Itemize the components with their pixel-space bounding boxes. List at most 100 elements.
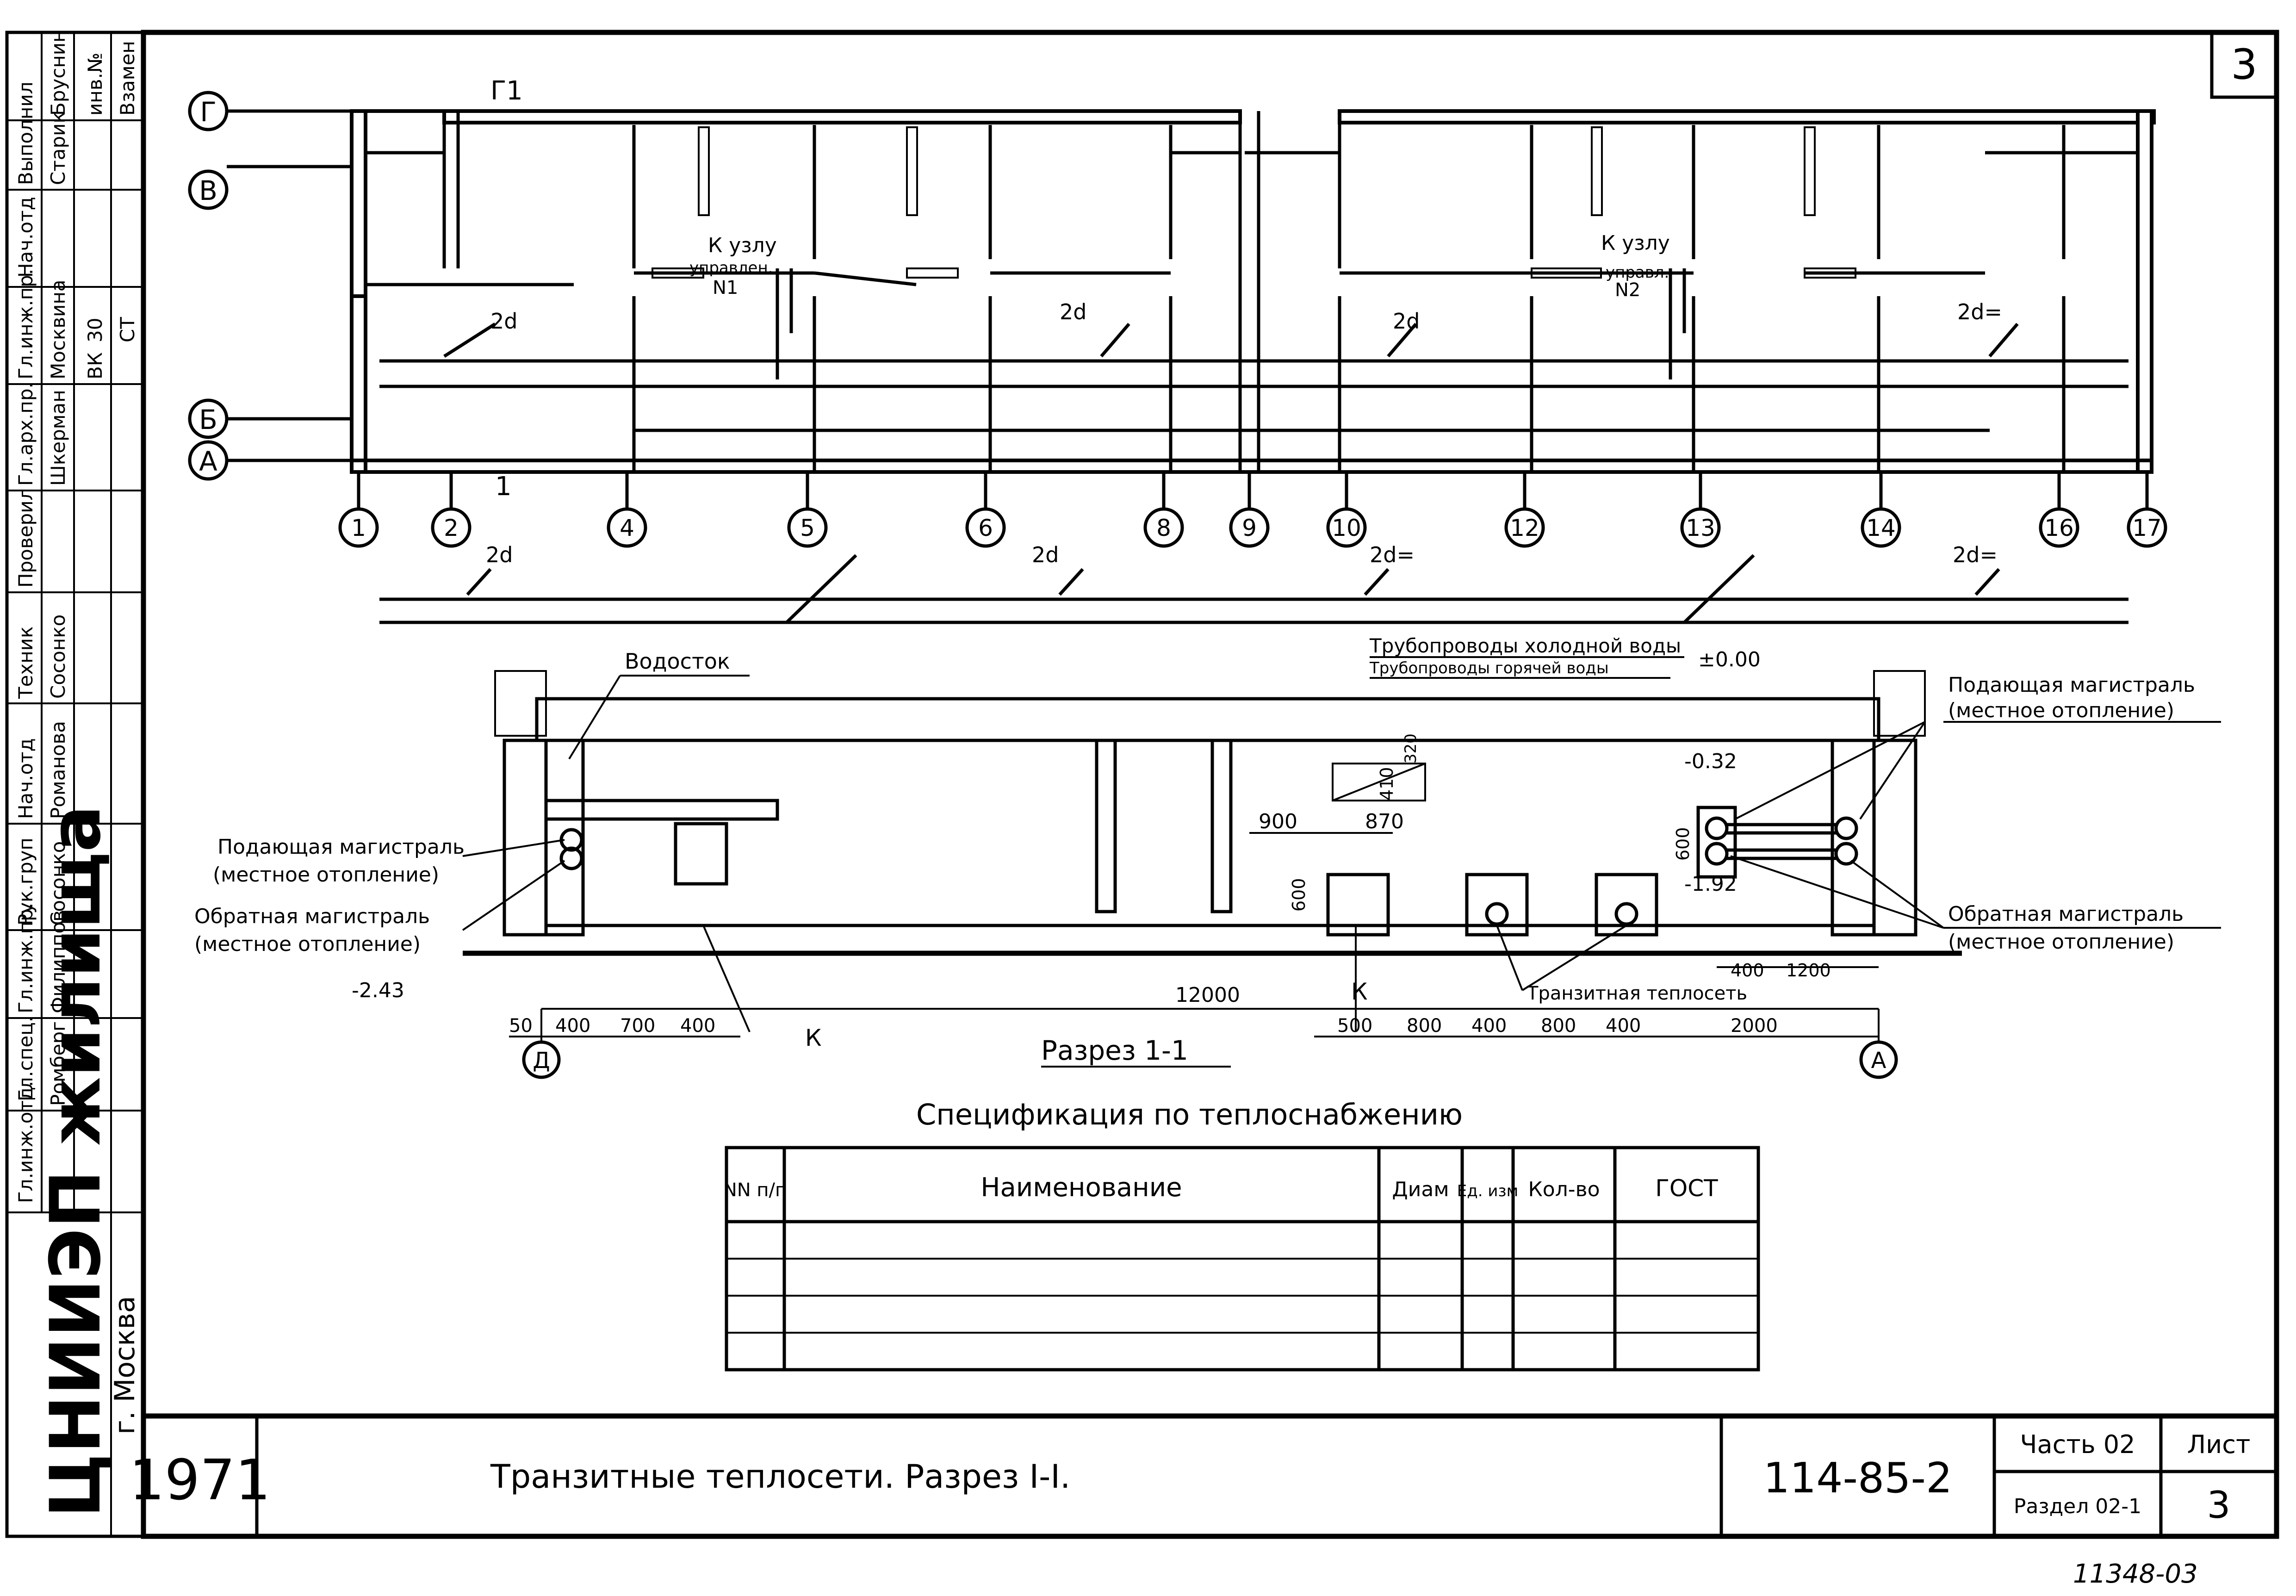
section-1-1: Водосток Трубопроводы холодной воды Труб…	[194, 634, 2221, 1079]
stamp-sheet-no: 3	[2207, 1484, 2231, 1527]
side-name-5: Сосонко	[47, 615, 69, 699]
spec-col-name: Наименование	[980, 1173, 1182, 1203]
dim-400-a: 400	[555, 1015, 590, 1037]
axis-col-4: 4	[620, 515, 634, 541]
side-role-2: Гл.спец.	[14, 1016, 37, 1101]
axis-col-10: 10	[1332, 515, 1361, 541]
to-unit-1: К узлу	[708, 234, 777, 257]
dim-900: 900	[1259, 810, 1297, 833]
side-name-3: Сосонко	[47, 841, 69, 925]
dim-600-a: 600	[1673, 827, 1693, 861]
section-axis-a: А	[1871, 1048, 1886, 1074]
dim-400-d: 400	[1606, 1015, 1641, 1037]
section-mark-bottom: 1	[495, 472, 512, 502]
axis-col-1: 1	[351, 515, 366, 541]
spec-col-unit: Ед. изм	[1457, 1182, 1518, 1200]
plan-2d-3: 2d	[1393, 309, 1420, 334]
local-heating-3: (местное отопление)	[1948, 699, 2174, 722]
local-heating-4: (местное отопление)	[1948, 930, 2174, 954]
spec-col-qty: Кол-во	[1528, 1178, 1600, 1201]
axis-row-b: Б	[199, 404, 217, 435]
side-name-6: Шкерман	[47, 390, 69, 486]
axis-col-14: 14	[1866, 515, 1896, 541]
schem-2d-2: 2d	[1032, 542, 1059, 567]
axis-col-17: 17	[2132, 515, 2162, 541]
stamp-title: Транзитные теплосети. Разрез I-I.	[490, 1458, 1070, 1496]
axis-col-16: 16	[2044, 515, 2074, 541]
level-032: -0.32	[1684, 750, 1737, 773]
level-192: -1.92	[1684, 872, 1737, 896]
side-role-1: Гл.инж.отд.	[14, 1081, 37, 1203]
dim-12000: 12000	[1175, 983, 1240, 1007]
dim-800-a: 800	[1407, 1015, 1442, 1037]
spec-col-diam: Диам	[1392, 1178, 1449, 1201]
plan-2d-2: 2d	[1060, 299, 1086, 324]
side-stamp-city: г. Москва	[109, 1296, 141, 1435]
side-code-1: ВК	[84, 352, 106, 379]
side-role-6: Техник	[14, 627, 37, 699]
side-name-4: Романова	[47, 721, 69, 819]
stamp-sheet-label: Лист	[2187, 1430, 2251, 1459]
unit-2: управл.	[1606, 263, 1669, 282]
dim-2000: 2000	[1731, 1015, 1778, 1037]
section-title: Разрез 1-1	[1041, 1035, 1188, 1066]
spec-col-gost: ГОСТ	[1655, 1175, 1718, 1202]
schem-2d-4: 2d=	[1953, 542, 1998, 567]
stamp-section: Раздел 02-1	[2014, 1495, 2141, 1518]
side-role-9: Гл.инж.пр.	[14, 269, 37, 379]
dim-400-c: 400	[1471, 1015, 1507, 1037]
stamp-inventory: 11348-03	[2073, 1559, 2198, 1589]
side-role-3: Гл.инж.пр.	[14, 903, 37, 1013]
sheet-frame: 3	[141, 30, 2279, 1539]
spec-col-nn: NN п/п	[723, 1180, 787, 1201]
schem-2d-1: 2d	[486, 542, 513, 567]
unit-2-no: N2	[1615, 279, 1640, 301]
side-name-9: Бруснин	[47, 30, 69, 116]
side-role-10: Нач.отд	[14, 197, 37, 278]
side-code-3: СТ	[116, 317, 139, 342]
dim-400-e: 400	[1731, 960, 1764, 981]
axis-col-6: 6	[978, 515, 993, 541]
side-name-10: Взамен	[116, 41, 139, 116]
label-hot-water: Трубопроводы горячей воды	[1369, 659, 1609, 677]
dim-700: 700	[620, 1015, 655, 1037]
local-heating-1: (местное отопление)	[213, 863, 439, 887]
spec-title: Спецификация по теплоснабжению	[916, 1098, 1463, 1131]
stamp-part: Часть 02	[2020, 1430, 2135, 1459]
plan-2d-1: 2d	[490, 309, 517, 334]
mark-k-2: К	[1351, 978, 1368, 1005]
dim-50: 50	[509, 1015, 533, 1037]
side-name-8: Старик	[47, 112, 69, 185]
dim-400-b: 400	[680, 1015, 715, 1037]
side-name-1: Ромберг	[47, 1021, 69, 1106]
level-zero: ±0.00	[1698, 648, 1761, 671]
side-name-7: Москвина	[47, 279, 69, 379]
stamp-year: 1971	[129, 1448, 270, 1513]
local-heating-2: (местное отопление)	[194, 932, 421, 956]
unit-1-no: N1	[713, 277, 738, 298]
section-mark-top: Г1	[490, 76, 523, 106]
dim-600-b: 600	[1289, 878, 1309, 912]
side-role-7: Проверил	[14, 488, 37, 588]
axis-col-2: 2	[444, 515, 459, 541]
dim-870: 870	[1365, 810, 1404, 833]
spec-table: Спецификация по теплоснабжению NN п/п На…	[723, 1098, 1760, 1372]
side-code-4: инв.№	[84, 52, 106, 116]
mark-k-1: К	[805, 1025, 822, 1051]
axis-col-8: 8	[1156, 515, 1171, 541]
section-axis-d: Д	[533, 1048, 550, 1074]
side-role-11: Выполнил	[14, 81, 37, 185]
supply-main-left: Подающая магистраль	[217, 835, 465, 859]
side-stamp: ЦНИИЭП жилища г. Москва Гл.инж.отд. Гл.с…	[5, 30, 145, 1538]
axis-col-13: 13	[1686, 515, 1715, 541]
label-vodostok: Водосток	[625, 649, 730, 674]
title-block: 1971 Транзитные теплосети. Разрез I-I. 1…	[129, 1413, 2277, 1589]
side-name-2: Филиппов	[47, 910, 69, 1013]
stamp-project-code: 114-85-2	[1763, 1454, 1953, 1503]
axis-col-9: 9	[1242, 515, 1257, 541]
side-role-8: Гл.арх.пр.	[14, 382, 37, 486]
axis-row-g: Г	[200, 96, 216, 128]
axis-col-5: 5	[800, 515, 815, 541]
plan-2d-4: 2d=	[1957, 299, 2002, 324]
dim-800-b: 800	[1541, 1015, 1576, 1037]
